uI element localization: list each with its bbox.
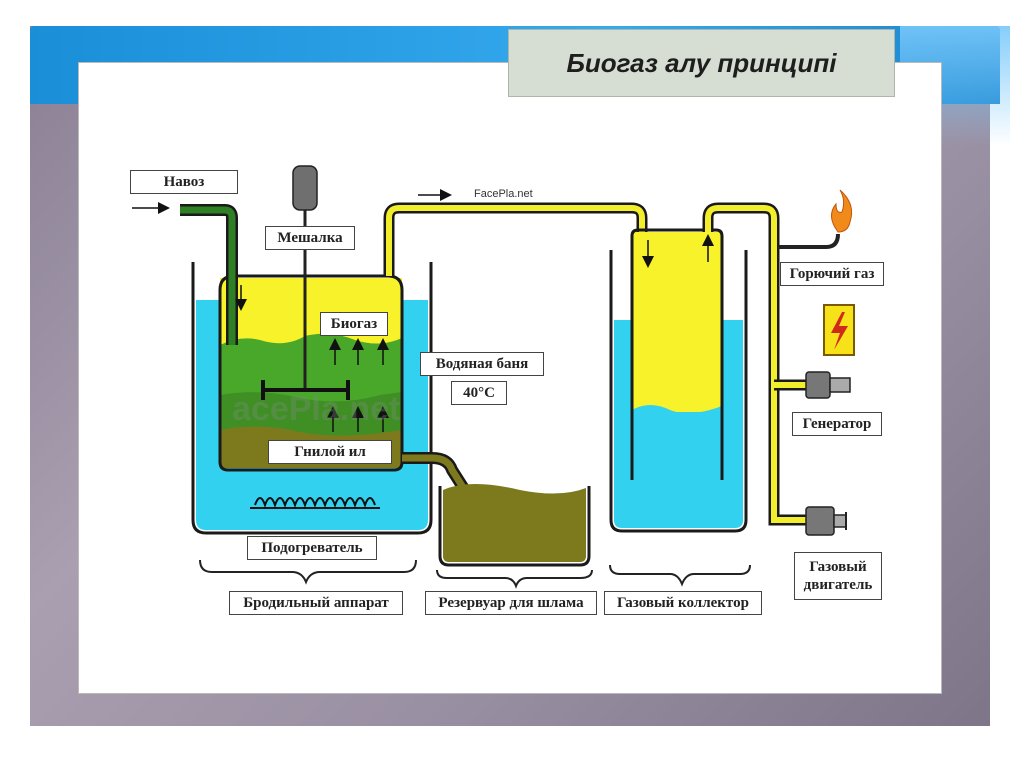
burner-pipe — [778, 233, 840, 249]
label-manure: Навоз — [130, 170, 238, 194]
label-biogas: Биогаз — [320, 312, 388, 336]
sludge-reservoir — [438, 484, 591, 567]
label-water-bath: Водяная баня — [420, 352, 544, 376]
heater-coil — [250, 497, 380, 509]
title-box: Биогаз алу принципі — [508, 29, 895, 97]
label-mixer: Мешалка — [265, 226, 355, 250]
label-gas-engine-line2: двигатель — [803, 577, 873, 593]
label-sludge: Гнилой ил — [268, 440, 392, 464]
label-combustible-gas: Горючий газ — [780, 262, 884, 286]
label-heater: Подогреватель — [247, 536, 377, 560]
label-gas-engine-line1: Газовый — [809, 559, 867, 575]
lightning-icon — [823, 304, 855, 356]
label-fermenter: Бродильный аппарат — [229, 591, 403, 615]
label-gas-collector: Газовый коллектор — [604, 591, 762, 615]
label-temperature: 40°C — [451, 381, 507, 405]
source-label: FacePla.net — [474, 188, 533, 200]
gas-pipe-outline — [383, 202, 648, 276]
gas-collector — [609, 228, 748, 533]
gas-pipe — [386, 205, 645, 276]
manure-pipe — [180, 206, 236, 345]
mixer-motor — [292, 165, 318, 211]
watermark: acePla.net — [232, 390, 401, 428]
engine-plug-icon — [805, 506, 847, 536]
label-gas-engine: Газовый двигатель — [794, 552, 882, 600]
label-generator: Генератор — [792, 412, 882, 436]
supply-pipe — [705, 205, 808, 523]
flame-icon — [831, 189, 853, 233]
biogas-arrows — [235, 285, 389, 432]
section-braces — [199, 559, 751, 589]
label-sludge-tank: Резервуар для шлама — [425, 591, 597, 615]
water-bath-walls — [191, 262, 433, 535]
generator-plug-icon — [805, 371, 851, 399]
flow-arrows — [132, 189, 452, 214]
slide-title: Биогаз алу принципі — [566, 47, 837, 78]
sludge-pipe — [402, 454, 469, 494]
collector-arrows — [642, 234, 714, 268]
